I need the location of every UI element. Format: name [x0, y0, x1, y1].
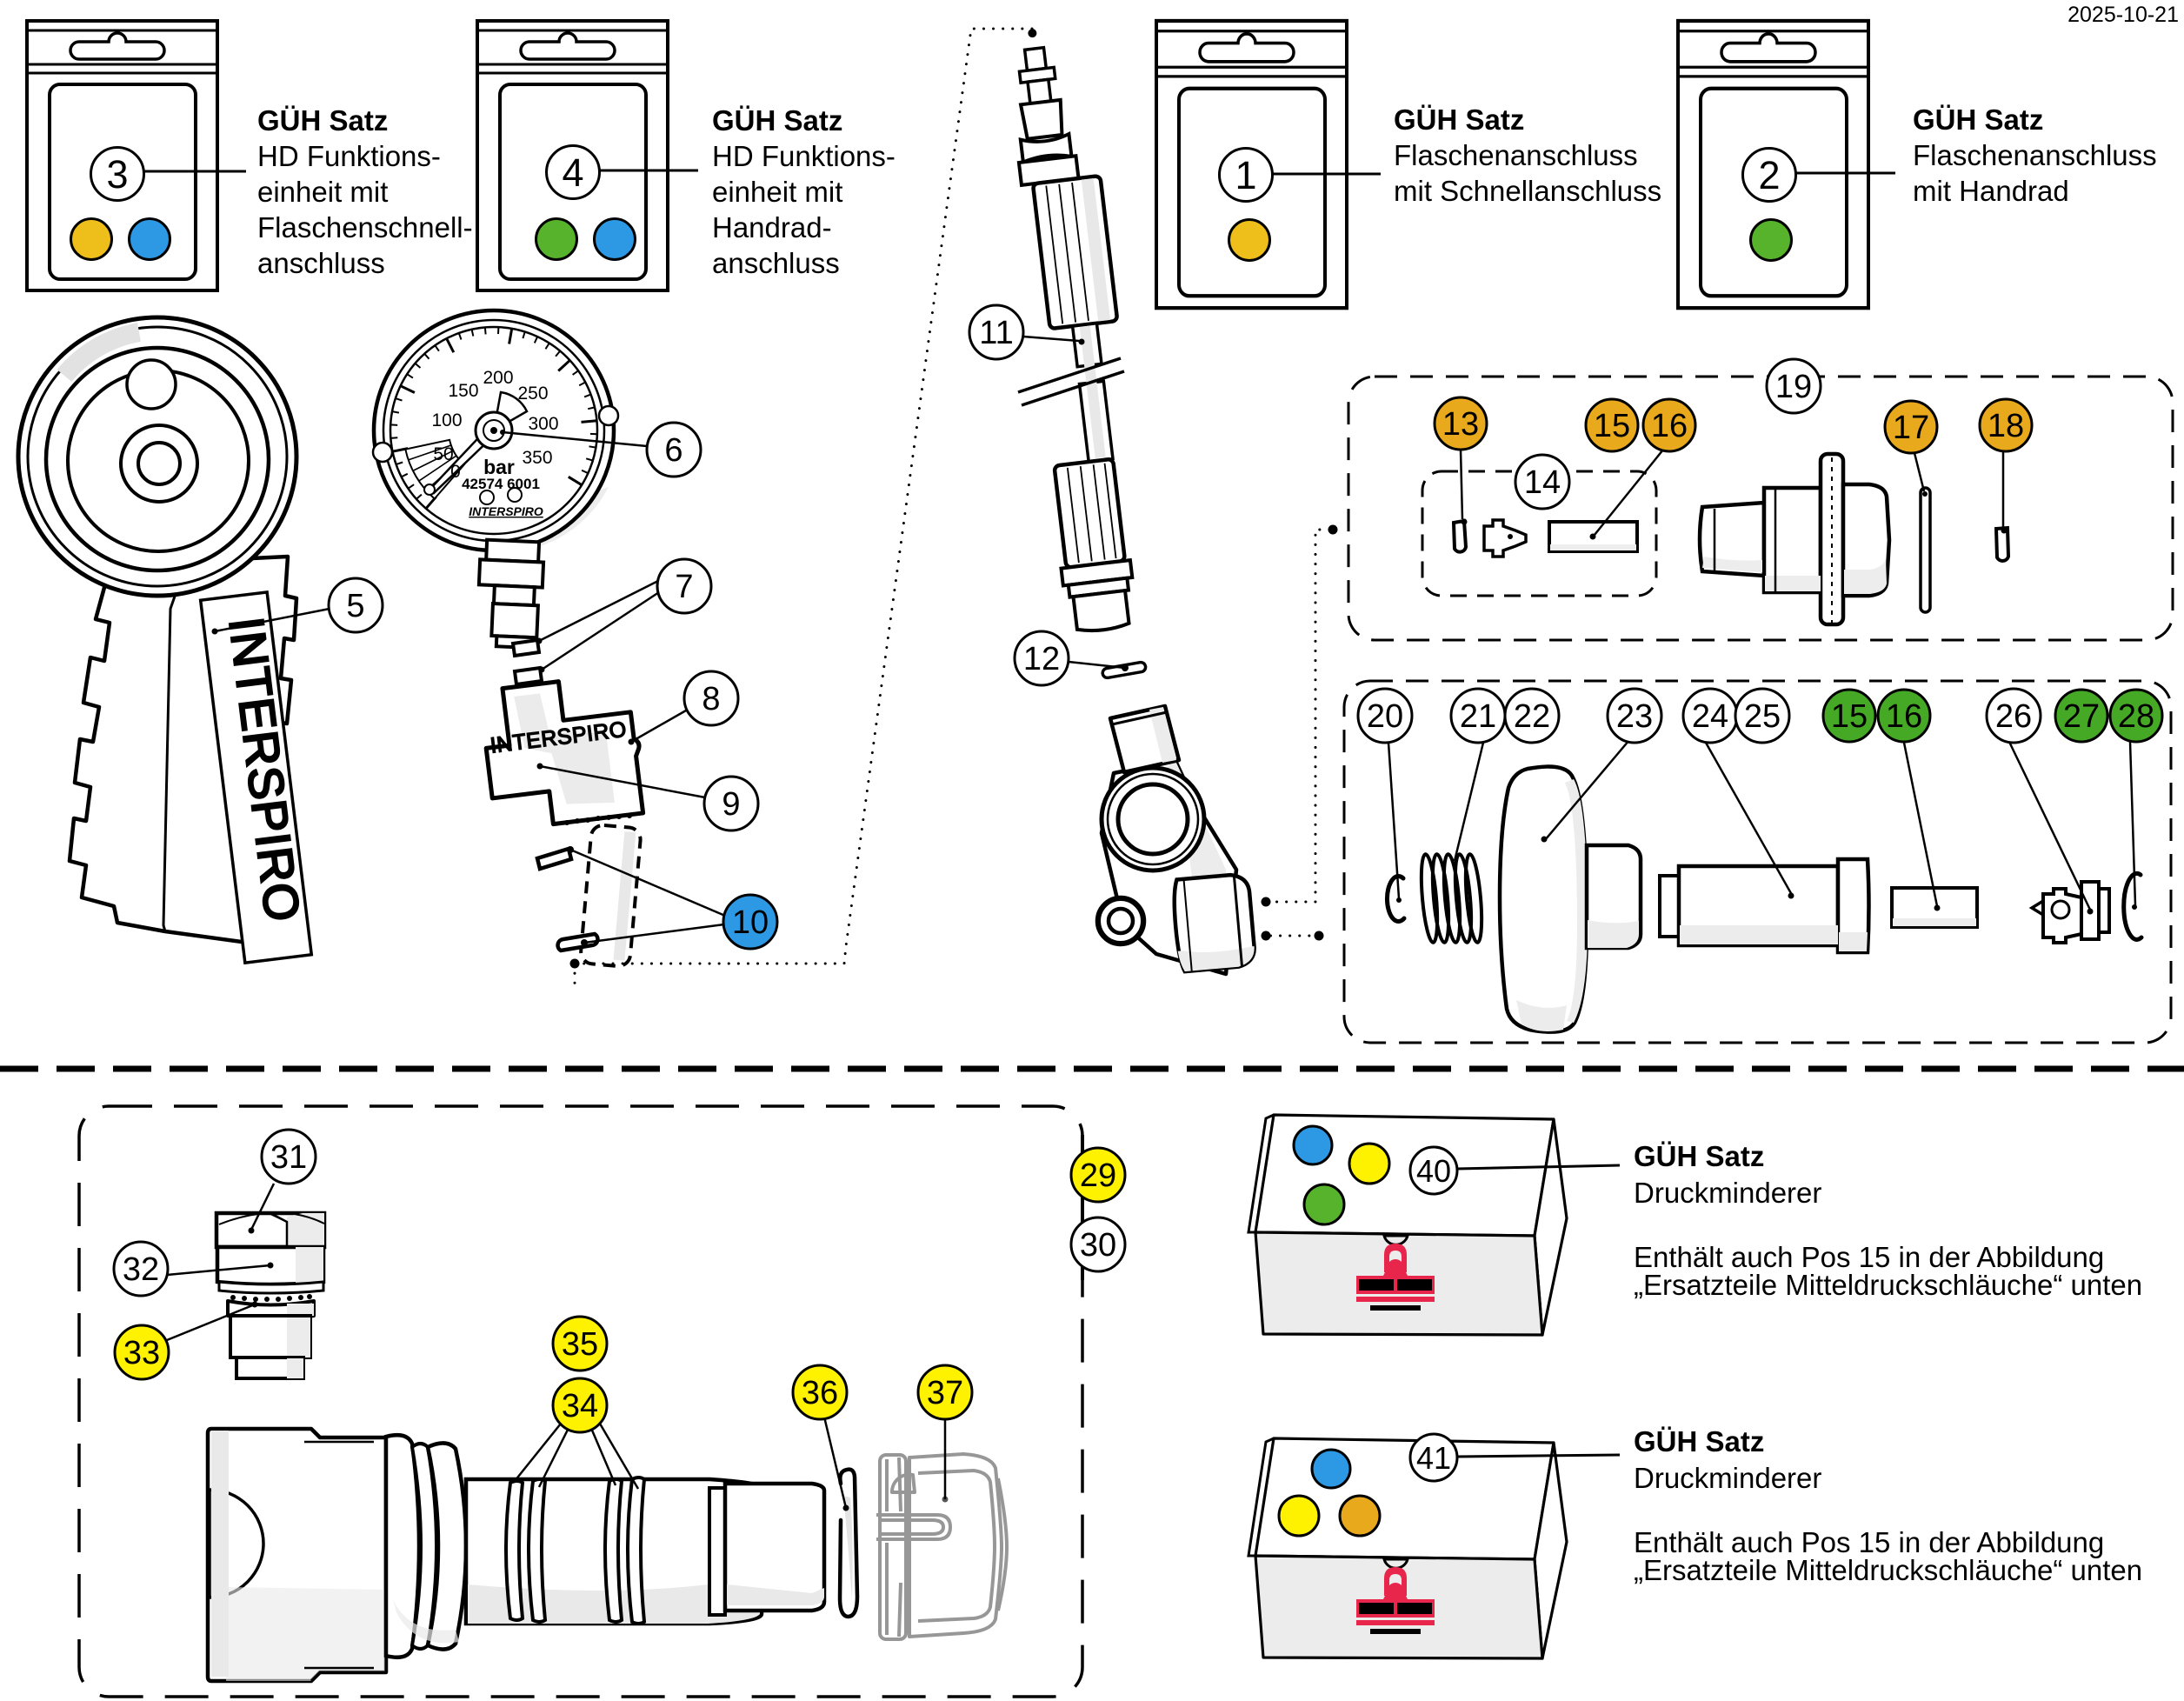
svg-text:8: 8	[702, 681, 720, 717]
svg-text:GÜH Satz: GÜH Satz	[1634, 1425, 1764, 1458]
svg-text:16: 16	[1651, 408, 1688, 444]
svg-text:anschluss: anschluss	[712, 247, 840, 279]
svg-text:Druckminderer: Druckminderer	[1634, 1177, 1821, 1209]
svg-text:20: 20	[1367, 698, 1403, 735]
svg-text:17: 17	[1893, 410, 1929, 446]
svg-text:14: 14	[1524, 464, 1561, 501]
svg-text:50: 50	[433, 444, 453, 464]
svg-text:32: 32	[123, 1251, 159, 1288]
svg-text:5: 5	[346, 588, 364, 624]
svg-text:Flaschenanschluss: Flaschenanschluss	[1394, 139, 1638, 171]
svg-text:„Ersatzteile Mitteldruckschläu: „Ersatzteile Mitteldruckschläuche“ unten	[1634, 1554, 2142, 1586]
svg-text:26: 26	[1995, 698, 2032, 735]
svg-text:15: 15	[1594, 408, 1630, 444]
svg-text:bar: bar	[483, 456, 515, 478]
svg-text:42574 6001: 42574 6001	[462, 476, 540, 492]
svg-text:16: 16	[1886, 698, 1922, 735]
svg-text:22: 22	[1514, 698, 1550, 735]
svg-text:Enthält auch Pos 15 in der Abb: Enthält auch Pos 15 in der Abbildung	[1634, 1241, 2104, 1273]
svg-text:41: 41	[1416, 1440, 1451, 1476]
svg-text:35: 35	[562, 1326, 598, 1363]
svg-text:GÜH Satz: GÜH Satz	[1634, 1140, 1764, 1172]
svg-text:2025-10-21: 2025-10-21	[2067, 3, 2179, 27]
svg-text:Flaschenschnell-: Flaschenschnell-	[257, 211, 473, 243]
svg-text:HD Funktions-: HD Funktions-	[257, 140, 441, 172]
svg-text:einheit mit: einheit mit	[712, 176, 842, 208]
svg-text:Druckminderer: Druckminderer	[1634, 1462, 1821, 1494]
svg-text:34: 34	[562, 1388, 598, 1424]
svg-text:10: 10	[732, 904, 769, 941]
svg-text:2: 2	[1758, 153, 1780, 197]
svg-text:mit Schnellanschluss: mit Schnellanschluss	[1394, 175, 1661, 207]
svg-text:mit Handrad: mit Handrad	[1913, 175, 2069, 207]
svg-text:INTERSPIRO: INTERSPIRO	[469, 504, 543, 518]
svg-text:7: 7	[675, 569, 693, 605]
svg-text:GÜH Satz: GÜH Satz	[257, 104, 388, 137]
svg-text:13: 13	[1442, 406, 1479, 443]
svg-text:4: 4	[562, 150, 583, 195]
svg-text:36: 36	[802, 1375, 838, 1411]
svg-text:31: 31	[270, 1139, 307, 1176]
svg-text:29: 29	[1080, 1157, 1116, 1194]
svg-text:0: 0	[450, 462, 461, 482]
svg-text:„Ersatzteile Mitteldruckschläu: „Ersatzteile Mitteldruckschläuche“ unten	[1634, 1269, 2142, 1301]
svg-text:200: 200	[483, 368, 513, 388]
svg-text:HD Funktions-: HD Funktions-	[712, 140, 896, 172]
svg-text:Handrad-: Handrad-	[712, 211, 832, 243]
svg-text:Enthält auch Pos 15 in der Abb: Enthält auch Pos 15 in der Abbildung	[1634, 1526, 2104, 1558]
svg-text:18: 18	[1988, 408, 2024, 444]
svg-text:100: 100	[431, 410, 462, 430]
svg-text:6: 6	[664, 432, 682, 469]
svg-text:21: 21	[1460, 698, 1496, 735]
svg-text:300: 300	[528, 414, 558, 434]
svg-text:GÜH Satz: GÜH Satz	[1913, 103, 2043, 136]
svg-text:GÜH Satz: GÜH Satz	[712, 104, 842, 137]
svg-text:einheit mit: einheit mit	[257, 176, 388, 208]
svg-text:350: 350	[522, 448, 552, 468]
svg-text:GÜH Satz: GÜH Satz	[1394, 103, 1524, 136]
svg-text:19: 19	[1775, 369, 1812, 405]
svg-text:9: 9	[722, 786, 740, 823]
svg-text:30: 30	[1080, 1227, 1116, 1264]
svg-text:23: 23	[1616, 698, 1653, 735]
svg-text:15: 15	[1831, 698, 1868, 735]
svg-text:3: 3	[106, 152, 128, 197]
svg-text:25: 25	[1744, 698, 1781, 735]
svg-text:40: 40	[1416, 1153, 1451, 1189]
svg-text:11: 11	[979, 315, 1013, 351]
svg-text:24: 24	[1692, 698, 1728, 735]
svg-text:37: 37	[927, 1375, 963, 1411]
svg-text:28: 28	[2118, 698, 2154, 735]
svg-text:anschluss: anschluss	[257, 247, 385, 279]
svg-text:1: 1	[1235, 153, 1256, 197]
svg-text:27: 27	[2063, 698, 2100, 735]
svg-text:12: 12	[1023, 641, 1060, 677]
svg-text:250: 250	[517, 384, 548, 404]
svg-text:Flaschenanschluss: Flaschenanschluss	[1913, 139, 2157, 171]
svg-text:33: 33	[123, 1335, 160, 1371]
svg-text:150: 150	[448, 381, 478, 401]
